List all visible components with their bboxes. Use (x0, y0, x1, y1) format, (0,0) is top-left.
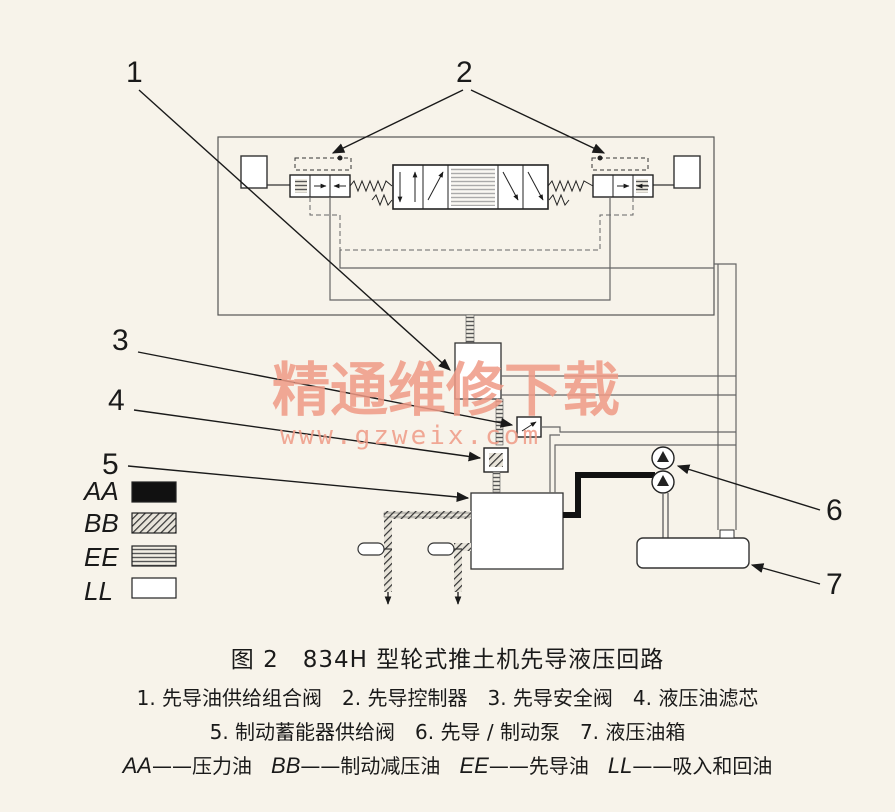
legend-swatch-bb (131, 512, 177, 534)
pressure-oil-line (563, 472, 655, 518)
legend: AA BB EE LL (82, 476, 177, 606)
right-spring (547, 179, 594, 193)
watermark-url: www.gzweix.com (280, 421, 541, 451)
legend-item-ee: EE (84, 542, 177, 572)
legend-code-aa: AA (122, 753, 152, 778)
figure-title: 图 2 834H 型轮式推土机先导液压回路 (230, 647, 665, 673)
callout-3: 3 (112, 324, 129, 357)
brake-actuator-right (427, 542, 462, 556)
main-control-valve (392, 164, 549, 210)
caption-line-1: 1. 先导油供给组合阀 2. 先导控制器 3. 先导安全阀 4. 液压油滤芯 (136, 686, 759, 710)
left-spring (349, 179, 393, 193)
legend-item-bb: BB (84, 508, 177, 538)
pilot-controller-boundary (217, 136, 715, 316)
legend-swatch-ll (131, 577, 177, 599)
hydraulic-oil-tank (636, 537, 750, 569)
right-cylinder (673, 155, 701, 189)
legend-code-ee: EE (459, 753, 489, 778)
watermark-text: 精通维修下载 (272, 356, 620, 424)
brake-line-right (454, 543, 471, 592)
right-pilot-valve (592, 174, 654, 198)
left-cylinder (240, 155, 268, 189)
svg-text:BB: BB (84, 508, 119, 538)
legend-swatch-ee (131, 545, 177, 567)
pilot-oil-supply-valve (454, 342, 502, 400)
callout-1: 1 (126, 56, 143, 89)
callout-4: 4 (108, 384, 125, 417)
callout-5: 5 (102, 448, 119, 481)
caption-line-3: AA——压力油 BB——制动减压油 EE——先导油 LL——吸入和回油 (0, 750, 895, 779)
hydraulic-circuit-diagram: 2 1 3 4 5 (82, 56, 843, 606)
legend-item-aa: AA (82, 476, 177, 506)
legend-desc-bb: ——制动减压油 (300, 754, 441, 778)
pilot-brake-pump (651, 446, 675, 494)
legend-code-bb: BB (271, 753, 301, 778)
callout-2: 2 (456, 56, 473, 89)
svg-text:EE: EE (84, 542, 119, 572)
svg-text:LL: LL (84, 576, 113, 606)
legend-desc-ll: ——吸入和回油 (632, 754, 773, 778)
callout-7: 7 (826, 568, 843, 601)
legend-desc-ee: ——先导油 (488, 754, 589, 778)
svg-text:AA: AA (82, 476, 119, 506)
legend-code-ll: LL (607, 753, 633, 778)
caption-line-2: 5. 制动蓄能器供给阀 6. 先导 / 制动泵 7. 液压油箱 (209, 720, 686, 744)
legend-desc-aa: ——压力油 (151, 754, 252, 778)
brake-accumulator-supply-valve (470, 492, 564, 570)
callout-6: 6 (826, 494, 843, 527)
legend-swatch-aa (131, 481, 177, 503)
brake-actuator-left (357, 542, 392, 556)
brake-line-left (384, 511, 471, 592)
legend-item-ll: LL (84, 576, 177, 606)
left-pilot-valve (289, 174, 351, 198)
